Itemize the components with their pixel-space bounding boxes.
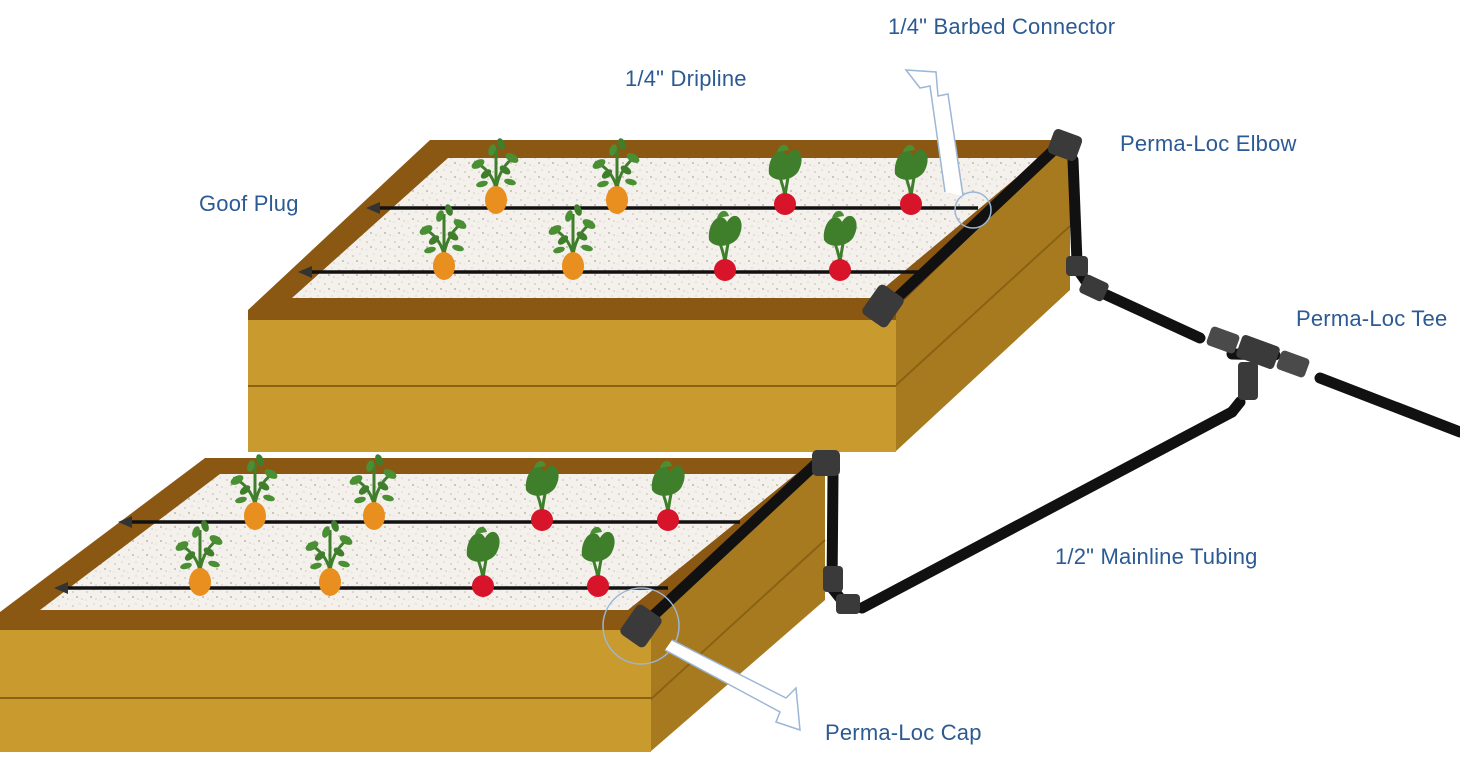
goof-plug — [54, 582, 68, 594]
carrot — [363, 502, 385, 530]
goof-plugs — [54, 202, 380, 594]
perma-loc-cap-callout-arrow — [664, 639, 801, 732]
label-dripline: 1/4" Dripline — [625, 66, 747, 91]
carrot — [606, 186, 628, 214]
perma-loc-cap-callout-circle — [602, 587, 680, 665]
label-goof-plug: Goof Plug — [199, 191, 299, 216]
lower-bed-soil — [40, 474, 796, 610]
radish — [774, 193, 796, 215]
carrot — [189, 568, 211, 596]
upper-raised-bed — [248, 140, 1071, 452]
goof-plug — [118, 516, 132, 528]
label-perma-loc-tee: Perma-Loc Tee — [1296, 306, 1448, 331]
elbow-fitting — [1066, 256, 1088, 276]
elbow-fitting — [836, 594, 860, 614]
lower-elbow-fitting — [812, 450, 840, 476]
goof-plug — [298, 266, 312, 278]
perma-loc-elbow-fitting — [1047, 129, 1083, 161]
radish — [657, 509, 679, 531]
perma-loc-tee-fitting — [1206, 326, 1310, 400]
carrot — [485, 186, 507, 214]
carrot — [319, 568, 341, 596]
label-mainline-tubing: 1/2" Mainline Tubing — [1055, 544, 1258, 569]
elbow-fitting — [823, 566, 843, 592]
goof-plug — [366, 202, 380, 214]
elbow-fitting — [1079, 274, 1109, 302]
label-barbed-connector: 1/4" Barbed Connector — [888, 14, 1116, 39]
radish — [829, 259, 851, 281]
barbed-connector-callout-arrow — [904, 69, 964, 197]
upper-end-cap — [862, 284, 904, 328]
lower-bed-plants — [172, 451, 687, 597]
lower-bed-right-side — [650, 458, 825, 752]
upper-bed-plants — [416, 135, 930, 281]
label-perma-loc-elbow: Perma-Loc Elbow — [1120, 131, 1297, 156]
radish — [714, 259, 736, 281]
carrot — [562, 252, 584, 280]
barbed-connector-callout-circle — [954, 191, 992, 229]
carrot — [433, 252, 455, 280]
carrot — [244, 502, 266, 530]
upper-bed-soil — [292, 158, 1040, 298]
fittings — [620, 129, 1310, 648]
radish — [472, 575, 494, 597]
label-perma-loc-cap: Perma-Loc Cap — [825, 720, 982, 745]
radish — [587, 575, 609, 597]
perma-loc-cap-fitting — [620, 604, 662, 648]
lower-bed-front — [0, 620, 651, 752]
driplines — [66, 206, 978, 590]
radish — [531, 509, 553, 531]
radish — [900, 193, 922, 215]
lower-raised-bed — [0, 458, 826, 752]
callouts — [602, 69, 992, 732]
upper-bed-right-side — [895, 140, 1070, 452]
upper-header-tubing — [876, 140, 1064, 318]
upper-bed-front — [248, 310, 896, 452]
